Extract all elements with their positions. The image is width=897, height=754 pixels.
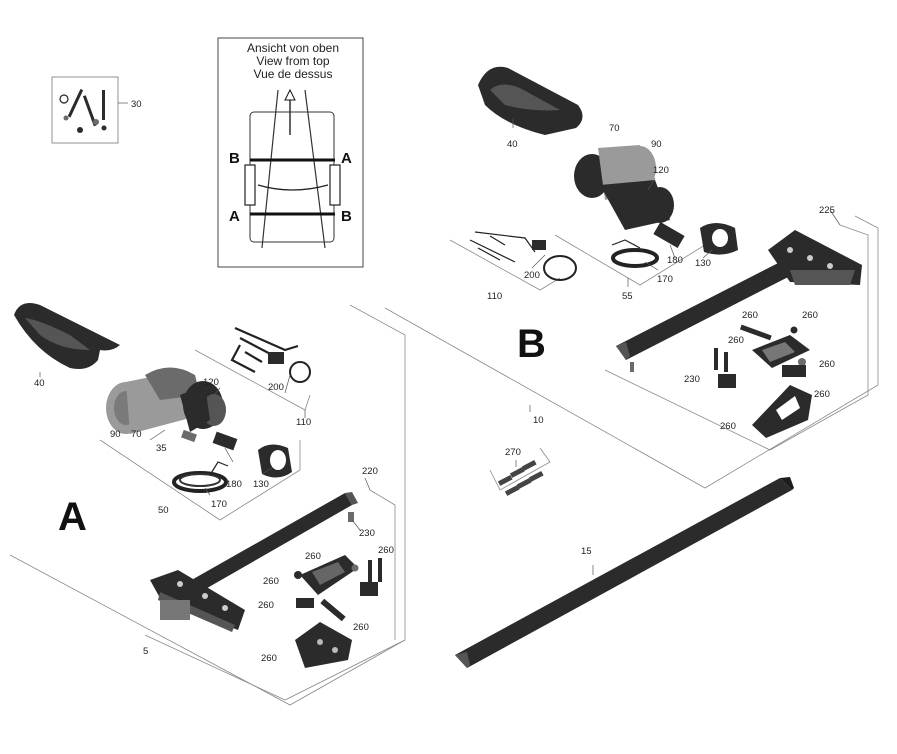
- hardware-kit-30: [51, 76, 119, 144]
- label-110-b: 110: [487, 291, 502, 302]
- inset-mark-a-right: A: [341, 150, 352, 167]
- assembly-b-letter: B: [517, 322, 546, 366]
- label-200-b: 200: [524, 270, 540, 281]
- assembly-a-parts: [14, 302, 382, 668]
- label-40-a: 40: [34, 378, 45, 389]
- long-tube-15: [455, 477, 794, 668]
- label-130-b: 130: [695, 258, 711, 269]
- hardware-270: [497, 459, 544, 496]
- label-230-a: 230: [359, 528, 375, 539]
- top-view-inset: Ansicht von oben View from top Vue de de…: [217, 37, 364, 268]
- label-220: 220: [362, 466, 378, 477]
- label-15: 15: [581, 546, 592, 557]
- group-frames: [9, 215, 879, 706]
- label-55: 55: [622, 291, 633, 302]
- label-90-a: 90: [110, 429, 121, 440]
- label-110-a: 110: [296, 417, 311, 428]
- label-230-b: 230: [684, 374, 700, 385]
- part-labels: 30 40 120 200 110 90 70 35 180 130 170 5…: [34, 99, 835, 664]
- inset-title-fr: Vue de dessus: [254, 67, 333, 81]
- inset-mark-b-right: B: [341, 208, 352, 225]
- label-260-a1: 260: [305, 551, 321, 562]
- assembly-a-letter: A: [58, 495, 87, 539]
- inset-title-en: View from top: [256, 54, 329, 68]
- inset-mark-b-left: B: [229, 150, 240, 167]
- label-70-a: 70: [131, 429, 142, 440]
- label-180-a: 180: [226, 479, 242, 490]
- label-270: 270: [505, 447, 521, 458]
- label-170-b: 170: [657, 274, 673, 285]
- label-70-b: 70: [609, 123, 620, 134]
- label-90-b: 90: [651, 139, 662, 150]
- label-260-a6: 260: [261, 653, 277, 664]
- label-120-a: 120: [203, 377, 219, 388]
- label-10: 10: [533, 415, 544, 426]
- label-50: 50: [158, 505, 169, 516]
- label-225: 225: [819, 205, 835, 216]
- label-260-a2: 260: [378, 545, 394, 556]
- assembly-b-parts: [469, 66, 862, 438]
- label-260-b5: 260: [814, 389, 830, 400]
- label-260-b4: 260: [819, 359, 835, 370]
- label-35: 35: [156, 443, 167, 454]
- label-180-b: 180: [667, 255, 683, 266]
- label-260-a4: 260: [258, 600, 274, 611]
- label-260-a3: 260: [263, 576, 279, 587]
- label-200-a: 200: [268, 382, 284, 393]
- label-260-b6: 260: [720, 421, 736, 432]
- label-5: 5: [143, 646, 148, 657]
- label-260-b2: 260: [802, 310, 818, 321]
- label-260-a5: 260: [353, 622, 369, 633]
- inset-mark-a-left: A: [229, 208, 240, 225]
- label-40-b: 40: [507, 139, 518, 150]
- label-260-b3: 260: [728, 335, 744, 346]
- inset-title-de: Ansicht von oben: [247, 41, 339, 55]
- leader-lines: [39, 102, 841, 575]
- label-170-a: 170: [211, 499, 227, 510]
- label-130-a: 130: [253, 479, 269, 490]
- label-260-b1: 260: [742, 310, 758, 321]
- label-120-b: 120: [653, 165, 669, 176]
- label-30: 30: [131, 99, 142, 110]
